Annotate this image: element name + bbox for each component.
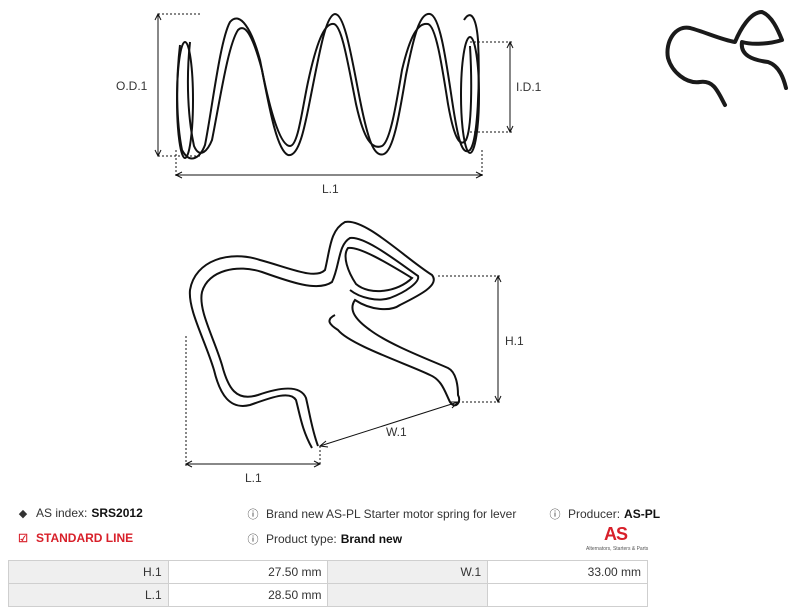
spec-value: 27.50 mm xyxy=(167,560,329,584)
as-index-row: ◆ AS index: SRS2012 xyxy=(16,506,143,520)
spring-id-label: I.D.1 xyxy=(516,80,542,94)
info-icon: ⓘ xyxy=(549,509,561,521)
product-line: STANDARD LINE xyxy=(36,531,134,545)
spring-od-label: O.D.1 xyxy=(116,79,148,93)
lever-clip xyxy=(188,220,461,449)
check-square-icon: ☑ xyxy=(18,532,28,545)
clip-dimension-lines xyxy=(184,274,502,468)
product-photo xyxy=(665,10,788,107)
spec-value: 28.50 mm xyxy=(167,583,329,607)
product-type-label: Product type: xyxy=(266,532,337,546)
coil-spring xyxy=(176,12,480,160)
specs-table: H.1 27.50 mm W.1 33.00 mm L.1 28.50 mm xyxy=(8,560,648,607)
clip-length-label: L.1 xyxy=(245,471,262,485)
tags-icon: ◆ xyxy=(18,507,28,520)
line-row: ☑ STANDARD LINE xyxy=(16,531,133,545)
product-type-value: Brand new xyxy=(340,532,403,546)
info-icon: ⓘ xyxy=(247,534,259,546)
spec-key: H.1 xyxy=(8,560,169,584)
spring-dimension-lines xyxy=(154,12,514,179)
product-type-row: ⓘ Product type: Brand new xyxy=(246,531,403,547)
producer-value: AS-PL xyxy=(624,507,661,521)
spec-key: W.1 xyxy=(327,560,489,584)
as-index-value: SRS2012 xyxy=(91,506,143,520)
producer-label: Producer: xyxy=(568,507,621,521)
table-row: L.1 28.50 mm xyxy=(8,583,648,607)
product-description: Brand new AS-PL Starter motor spring for… xyxy=(266,507,517,521)
as-index-label: AS index: xyxy=(36,506,88,520)
spec-value xyxy=(487,583,648,607)
spec-key xyxy=(327,583,489,607)
producer-row: ⓘ Producer: AS-PL xyxy=(548,506,661,522)
logo-mark: AS xyxy=(604,524,628,544)
table-row: H.1 27.50 mm W.1 33.00 mm xyxy=(8,560,648,584)
info-icon: ⓘ xyxy=(247,509,259,521)
logo-tagline: Alternators, Starters & Parts xyxy=(586,546,649,552)
producer-logo: AS Alternators, Starters & Parts xyxy=(586,524,650,554)
technical-drawing: O.D.1 I.D.1 L.1 H.1 W.1 L.1 xyxy=(116,10,788,485)
clip-width-label: W.1 xyxy=(386,425,407,439)
spec-value: 33.00 mm xyxy=(487,560,648,584)
clip-height-label: H.1 xyxy=(505,334,524,348)
spec-key: L.1 xyxy=(8,583,169,607)
spring-length-label: L.1 xyxy=(322,182,339,196)
description-row: ⓘ Brand new AS-PL Starter motor spring f… xyxy=(246,506,517,522)
